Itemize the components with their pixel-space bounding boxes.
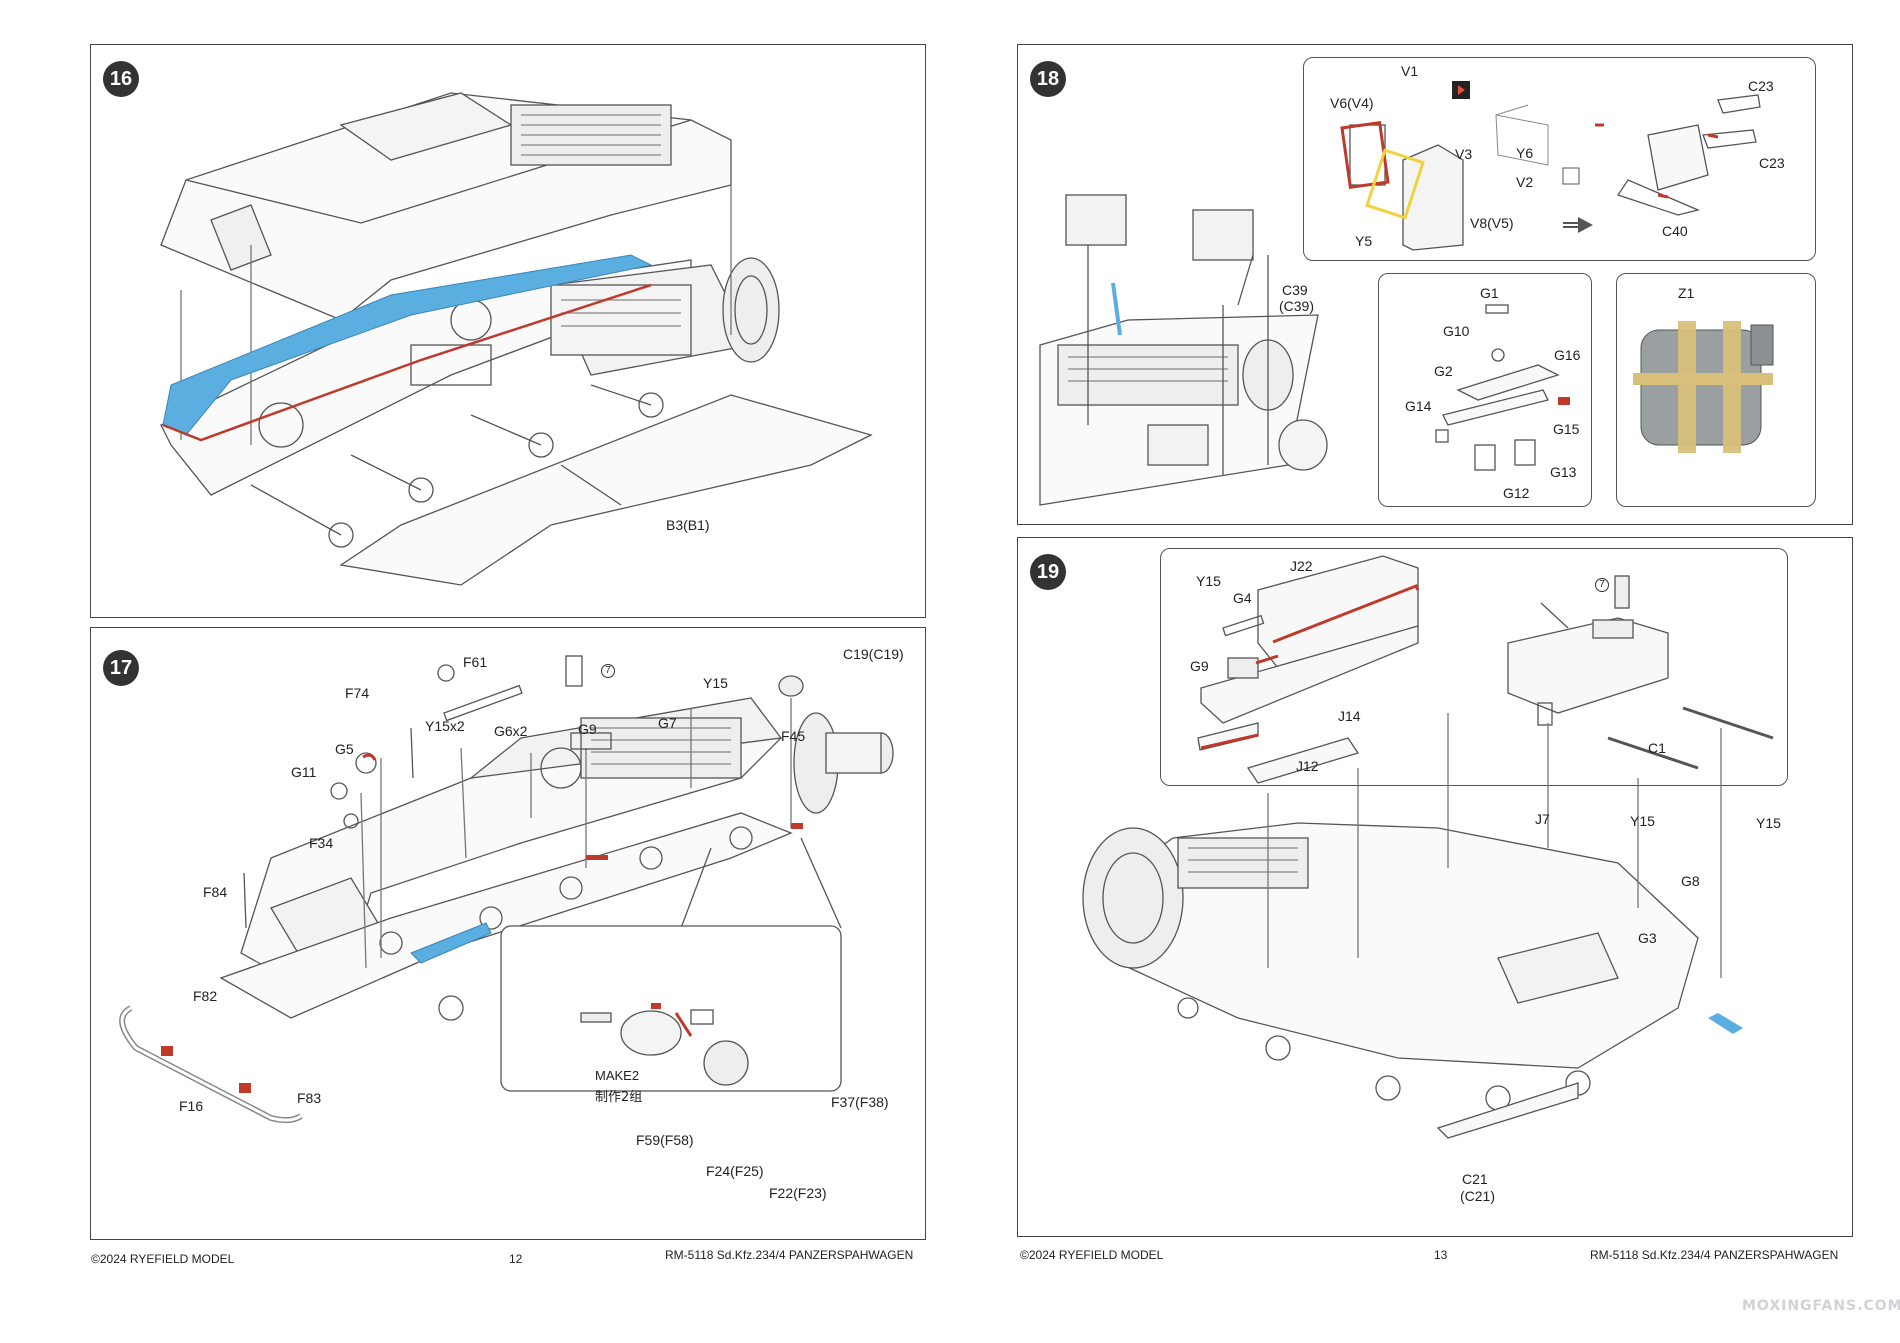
step-19-panel: 19 bbox=[1017, 537, 1853, 1237]
watermark: MOXINGFANS.COM bbox=[1742, 1298, 1900, 1314]
label-v3: V3 bbox=[1455, 146, 1473, 162]
footer-left-title: RM-5118 Sd.Kfz.234/4 PANZERSPAHWAGEN bbox=[665, 1248, 914, 1262]
label-c23b: C23 bbox=[1759, 155, 1785, 171]
label-g14: G14 bbox=[1405, 398, 1432, 414]
label-j7: J7 bbox=[1535, 811, 1550, 827]
make-subtitle: 制作2组 bbox=[595, 1090, 643, 1105]
label-c1: C1 bbox=[1648, 740, 1666, 756]
label-v1: V1 bbox=[1401, 63, 1419, 79]
label-f24: F24(F25) bbox=[706, 1163, 764, 1179]
label-g13: G13 bbox=[1550, 464, 1577, 480]
label-c39b: (C39) bbox=[1279, 298, 1315, 314]
make-title: MAKE2 bbox=[595, 1068, 640, 1083]
step-18-drawing bbox=[1039, 81, 1774, 506]
label-g7: G7 bbox=[658, 715, 677, 731]
label-f59: F59(F58) bbox=[636, 1132, 694, 1148]
label-f45: F45 bbox=[781, 728, 806, 744]
label-f37: F37(F38) bbox=[831, 1094, 889, 1110]
footer-left-copyright: ©2024 RYEFIELD MODEL bbox=[91, 1252, 235, 1266]
label-f74: F74 bbox=[345, 685, 370, 701]
label-g12: G12 bbox=[1503, 485, 1530, 501]
step-17-number: 17 bbox=[103, 650, 139, 686]
label-y6: Y6 bbox=[1516, 145, 1534, 161]
label-j14: J14 bbox=[1338, 708, 1361, 724]
footer-left-page: 12 bbox=[509, 1252, 523, 1266]
label-c23a: C23 bbox=[1748, 78, 1774, 94]
step-18-panel: 18 bbox=[1017, 44, 1853, 525]
label-b3: B3(B1) bbox=[666, 517, 710, 533]
step-18-number: 18 bbox=[1030, 61, 1066, 97]
label-z1: Z1 bbox=[1678, 285, 1695, 301]
label-g6x2: G6x2 bbox=[494, 723, 528, 739]
label-j12: J12 bbox=[1296, 758, 1319, 774]
label-v2: V2 bbox=[1516, 174, 1534, 190]
footer-right-page: 13 bbox=[1434, 1248, 1448, 1262]
footer-right-copyright: ©2024 RYEFIELD MODEL bbox=[1020, 1248, 1164, 1262]
label-f16: F16 bbox=[179, 1098, 204, 1114]
label-c21b: (C21) bbox=[1460, 1188, 1496, 1204]
label-g15: G15 bbox=[1553, 421, 1580, 437]
label-f82: F82 bbox=[193, 988, 218, 1004]
step-16-drawing bbox=[160, 92, 873, 586]
label-g9: G9 bbox=[1190, 658, 1209, 674]
label-c40: C40 bbox=[1662, 223, 1688, 239]
label-g5: G5 bbox=[335, 741, 354, 757]
label-f34: F34 bbox=[309, 835, 334, 851]
step-18-subbox-jerrycan bbox=[1303, 57, 1816, 261]
label-f84: F84 bbox=[203, 884, 228, 900]
label-c19: C19(C19) bbox=[843, 646, 904, 662]
label-y15a: Y15 bbox=[1196, 573, 1221, 589]
label-g8: G8 bbox=[1681, 873, 1700, 889]
label-g3: G3 bbox=[1638, 930, 1657, 946]
label-g4: G4 bbox=[1233, 590, 1252, 606]
label-v8: V8(V5) bbox=[1470, 215, 1514, 231]
label-g2: G2 bbox=[1434, 363, 1453, 379]
label-c39: C39 bbox=[1282, 282, 1308, 298]
label-g1: G1 bbox=[1480, 285, 1499, 301]
label-g16: G16 bbox=[1554, 347, 1581, 363]
label-g9: G9 bbox=[578, 721, 597, 737]
label-y15b: Y15 bbox=[1630, 813, 1655, 829]
step-17-panel: 17 bbox=[90, 627, 926, 1240]
label-f22: F22(F23) bbox=[769, 1185, 827, 1201]
step-16-panel: 16 bbox=[90, 44, 926, 618]
step-17-drawing bbox=[119, 655, 894, 1124]
label-circled-7: 7 bbox=[601, 664, 615, 678]
label-f61: F61 bbox=[463, 654, 488, 670]
label-y15c: Y15 bbox=[1756, 815, 1781, 831]
label-g10: G10 bbox=[1443, 323, 1470, 339]
footer-right-title: RM-5118 Sd.Kfz.234/4 PANZERSPAHWAGEN bbox=[1590, 1248, 1839, 1262]
label-v6: V6(V4) bbox=[1330, 95, 1374, 111]
label-g11: G11 bbox=[291, 764, 317, 780]
label-f83: F83 bbox=[297, 1090, 322, 1106]
label-c21: C21 bbox=[1462, 1171, 1488, 1187]
step-16-number: 16 bbox=[103, 61, 139, 97]
label-y5: Y5 bbox=[1355, 233, 1373, 249]
step-19-number: 19 bbox=[1030, 554, 1066, 590]
label-y15: Y15 bbox=[703, 675, 728, 691]
label-j22: J22 bbox=[1290, 558, 1313, 574]
step-19-drawing bbox=[1082, 555, 1774, 1139]
label-y15x2: Y15x2 bbox=[425, 718, 465, 734]
label-circled-7: 7 bbox=[1595, 578, 1609, 592]
